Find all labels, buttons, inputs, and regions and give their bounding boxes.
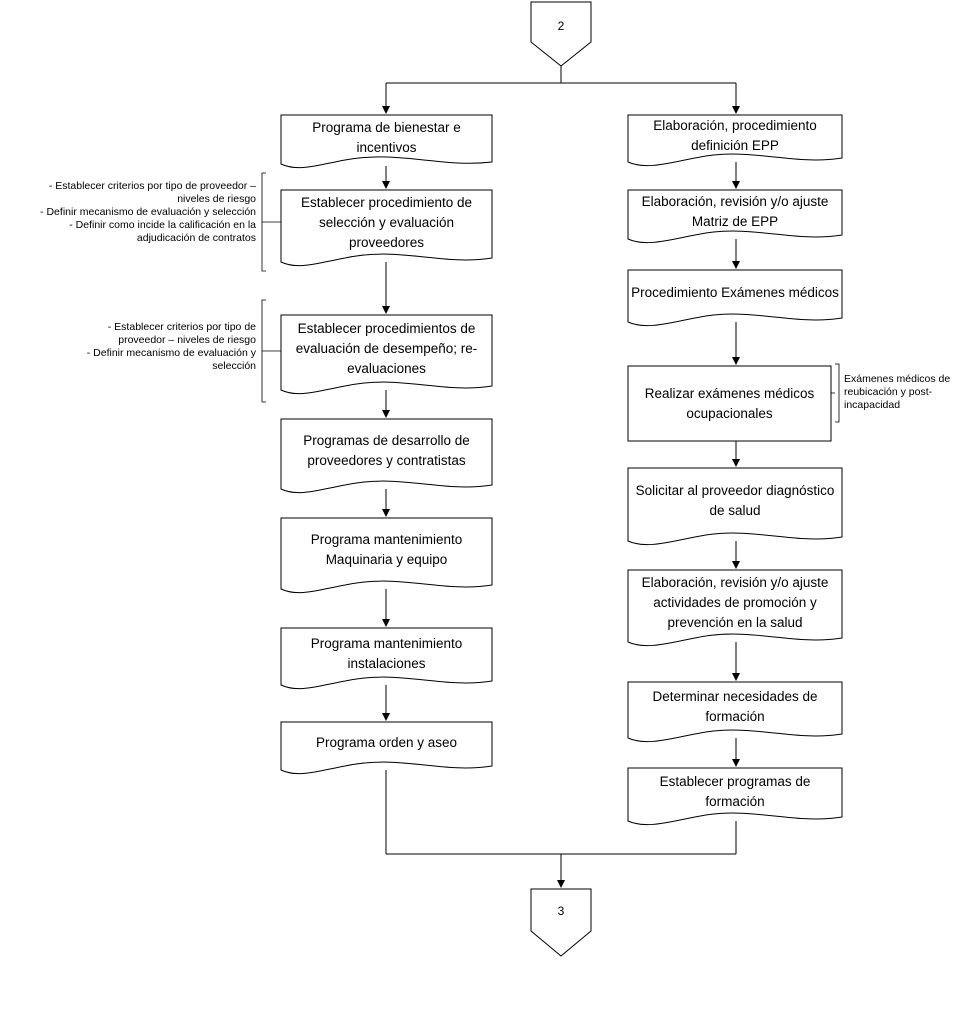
step-necesidades: Determinar necesidades de formación (652, 689, 818, 724)
shape-formacion (627, 767, 843, 826)
step-seleccion: Establecer procedimiento de selección y … (300, 195, 473, 250)
right-column-shapes (627, 114, 843, 826)
shape-solicitar (627, 467, 843, 546)
left-column-shapes (280, 114, 493, 775)
step-realizar: Realizar exámenes médicos ocupacionales (644, 385, 815, 421)
step-maquinaria: Programa mantenimiento Maquinaria y equi… (310, 532, 463, 567)
shape-examenes (627, 269, 843, 327)
step-epp: Elaboración, procedimiento definición EP… (653, 118, 817, 153)
shape-desarrollo (280, 418, 493, 494)
shape-necesidades (627, 681, 843, 743)
shape-maquinaria (280, 517, 493, 594)
connector-top-label: 2 (557, 19, 565, 33)
annotation-brackets (261, 172, 840, 423)
shape-bienestar (280, 114, 493, 169)
step-examenes: Procedimiento Exámenes médicos (631, 285, 839, 300)
note-realizar: Exámenes médicos de reubicación y post- … (844, 373, 951, 411)
shape-epp (627, 114, 843, 167)
shape-seleccion (280, 189, 493, 267)
step-formacion: Establecer programas de formación (659, 774, 811, 809)
step-instalaciones: Programa mantenimiento instalaciones (310, 636, 463, 671)
shape-instalaciones (280, 627, 493, 690)
shape-promocion (627, 569, 843, 647)
step-bienestar: Programa de bienestar e incentivos (312, 120, 461, 155)
connector-bottom-label: 3 (557, 904, 565, 918)
step-desarrollo: Programas de desarrollo de proveedores y… (303, 433, 470, 468)
offpage-connector-2 (530, 1, 592, 67)
step-promocion: Elaboración, revisión y/o ajuste activid… (641, 575, 829, 630)
offpage-connector-3 (530, 888, 592, 957)
step-desempeno: Establecer procedimientos de evaluación … (295, 321, 478, 376)
shape-realizar (627, 365, 832, 442)
step-solicitar: Solicitar al proveedor diagnóstico de sa… (635, 483, 835, 518)
note-seleccion: - Establecer criterios por tipo de prove… (40, 180, 256, 244)
step-orden: Programa orden y aseo (315, 735, 458, 750)
merge-lines-bottom (385, 770, 737, 888)
shape-orden (280, 721, 493, 775)
note-desempeno: - Establecer criterios por tipo de prove… (86, 321, 256, 372)
step-matriz: Elaboración, revisión y/o ajuste Matriz … (641, 194, 829, 229)
split-lines-top (382, 66, 740, 114)
shape-desempeno (280, 314, 493, 395)
shape-matriz (627, 189, 843, 244)
